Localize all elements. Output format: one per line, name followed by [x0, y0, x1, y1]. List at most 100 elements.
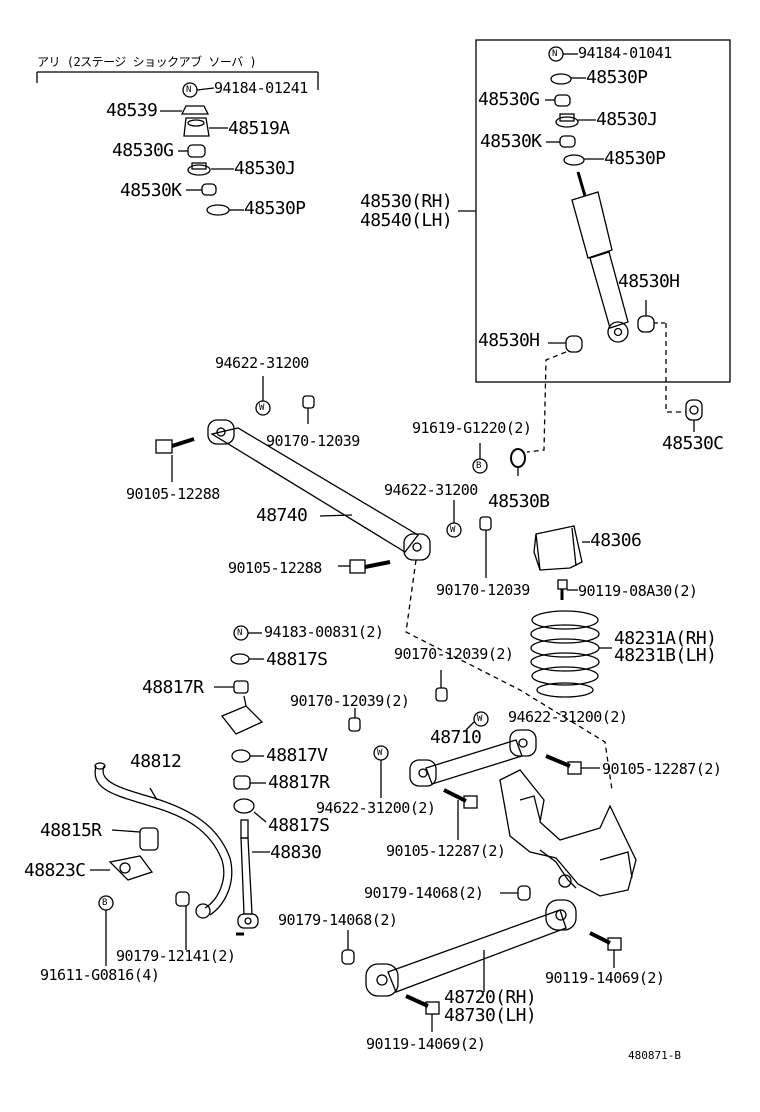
label-48815r: 48815R	[40, 820, 102, 841]
optional-kit-bracket	[36, 71, 319, 90]
label-48740: 48740	[256, 505, 308, 526]
label-48231a-rh: 48231A(RH)	[614, 628, 717, 649]
bushing-48530b	[510, 448, 526, 476]
stab-part-48817r-top	[214, 680, 249, 694]
symbol-n-stab: N	[237, 628, 242, 638]
label-90170-12039-b: 90170-12039	[436, 581, 530, 599]
label-48530h-left: 48530H	[478, 330, 540, 351]
lower-bolt-a	[589, 931, 622, 968]
bolt-upper-1	[155, 437, 195, 482]
label-48817r-top: 48817R	[142, 677, 204, 698]
stab-nut-90179	[175, 891, 190, 950]
kit-part-48539	[160, 105, 210, 115]
stab-part-48817s-top	[230, 653, 264, 665]
stabilizer-bar	[94, 762, 233, 919]
label-48530p-low: 48530P	[604, 148, 666, 169]
label-90119-08a30: 90119-08A30(2)	[578, 582, 698, 600]
label-90170-12039-a: 90170-12039	[266, 432, 360, 450]
label-48710: 48710	[430, 727, 482, 748]
stab-part-48817v	[231, 749, 264, 763]
axle-housing-bracket	[499, 769, 637, 897]
label-48823c: 48823C	[24, 860, 86, 881]
lateral-bolt-a	[545, 754, 600, 775]
box-bushing-48530h-right	[637, 300, 666, 333]
bolt-symbol-b	[472, 443, 488, 474]
label-90119-14069-a: 90119-14069(2)	[545, 969, 665, 987]
box-part-48530g	[545, 94, 571, 107]
stab-part-48817s-low	[233, 798, 267, 823]
label-48519a: 48519A	[228, 118, 290, 139]
lateral-nut-a	[435, 670, 448, 702]
label-94622-31200-a: 94622-31200	[215, 354, 309, 372]
label-48530p-kit: 48530P	[244, 198, 306, 219]
stab-retainer	[220, 695, 264, 735]
label-94622-31200-d: 94622-31200(2)	[316, 799, 436, 817]
bolt-90119-08	[557, 579, 578, 600]
stab-bolt-symbol-b	[98, 895, 114, 966]
lateral-nut-b	[348, 708, 361, 732]
bump-stopper	[533, 525, 590, 571]
label-48530h-right: 48530H	[618, 271, 680, 292]
upper-control-arm	[207, 419, 431, 561]
catalog-id: 480871-B	[628, 1049, 681, 1062]
symbol-w-upper-1: W	[259, 403, 264, 413]
label-48812: 48812	[130, 751, 182, 772]
label-48730-lh: 48730(LH)	[444, 1005, 537, 1026]
label-48530j-box: 48530J	[596, 109, 658, 130]
label-48540-lh: 48540(LH)	[360, 210, 453, 231]
box-part-48530k	[546, 135, 576, 148]
washer-symbol-upper-2	[446, 500, 462, 538]
label-94622-31200-c: 94622-31200(2)	[508, 708, 628, 726]
stab-part-48817r-low	[233, 775, 266, 790]
kit-part-48530p	[206, 204, 244, 216]
label-48720-rh: 48720(RH)	[444, 987, 537, 1008]
label-48817s-top: 48817S	[266, 649, 328, 670]
label-48530g-kit: 48530G	[112, 140, 174, 161]
label-90170-12039-d: 90170-12039(2)	[290, 692, 410, 710]
lateral-control-rod	[409, 729, 537, 787]
lower-nut-b	[341, 930, 355, 965]
lower-nut-a	[500, 885, 531, 901]
label-90170-12039-c: 90170-12039(2)	[394, 645, 514, 663]
label-48817v: 48817V	[266, 745, 328, 766]
label-48817s-low: 48817S	[268, 815, 330, 836]
kit-part-48530g	[178, 144, 206, 158]
label-48539: 48539	[106, 100, 158, 121]
stabilizer-link	[236, 819, 270, 936]
optional-kit-note: アリ (2ステージ ショックアブ ソーバ )	[37, 55, 257, 69]
lower-control-arm	[365, 899, 577, 997]
stabilizer-bracket	[90, 855, 154, 881]
washer-symbol-upper-1	[255, 376, 271, 416]
symbol-w-upper-2: W	[450, 525, 455, 535]
label-91611-g0816: 91611-G0816(4)	[40, 966, 160, 984]
symbol-b-91619: B	[476, 461, 481, 471]
stabilizer-bushing	[111, 827, 159, 851]
label-48530k-kit: 48530K	[120, 180, 182, 201]
coil-spring	[530, 610, 612, 698]
lateral-washer-symbol-a	[465, 711, 489, 731]
label-48530-rh: 48530(RH)	[360, 191, 453, 212]
label-90105-12287-a: 90105-12287(2)	[602, 760, 722, 778]
kit-part-48519a	[183, 117, 228, 137]
symbol-b-91611: B	[102, 898, 107, 908]
label-90179-12141: 90179-12141(2)	[116, 947, 236, 965]
label-94184-01041: 94184-01041	[578, 44, 672, 62]
label-90105-12287-b: 90105-12287(2)	[386, 842, 506, 860]
box-nut-symbol	[548, 46, 578, 62]
label-48231b-lh: 48231B(LH)	[614, 645, 717, 666]
symbol-n-kit: N	[186, 85, 191, 95]
nut-upper-1	[302, 395, 315, 424]
label-90105-12288-b: 90105-12288	[228, 559, 322, 577]
label-48530b: 48530B	[488, 491, 550, 512]
kit-part-48530j	[187, 162, 234, 176]
bushing-48530c	[685, 399, 703, 432]
symbol-w-lateral-a: W	[477, 714, 482, 724]
label-48306: 48306	[590, 530, 642, 551]
label-90179-14068-a: 90179-14068(2)	[364, 884, 484, 902]
symbol-w-lateral-b: W	[377, 748, 382, 758]
box-part-48530j	[555, 113, 596, 128]
shock-absorber	[571, 171, 629, 343]
label-48530p-top: 48530P	[586, 67, 648, 88]
label-48530c: 48530C	[662, 433, 724, 454]
